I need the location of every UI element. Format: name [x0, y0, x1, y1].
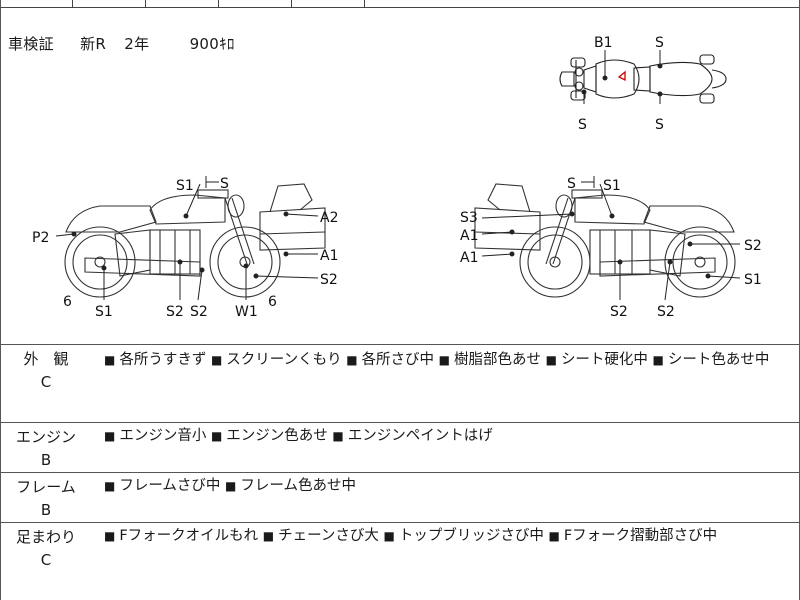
right-label-a1-lower: A1: [460, 250, 478, 266]
right-side-callouts: [481, 176, 741, 301]
left-label-w1: W1: [235, 304, 258, 320]
left-side-callouts: [55, 176, 319, 301]
item: フレームさび中: [119, 478, 221, 494]
right-label-a1-upper: A1: [460, 228, 478, 244]
item-marker: ■: [104, 479, 116, 493]
section-exterior: 外 観 C ■各所うすきず ■スクリーンくもり ■各所さび中 ■樹脂部色あせ ■…: [0, 346, 800, 422]
damage-diagram: B1 S S S: [32, 35, 762, 320]
divider-4: [0, 522, 800, 523]
motorcycle-top-view: [559, 54, 727, 104]
top-label-b1: B1: [594, 35, 613, 51]
inspection-info: 車検証 新R 2年 900ｷﾛ: [8, 33, 235, 54]
section-items: ■各所うすきず ■スクリーンくもり ■各所さび中 ■樹脂部色あせ ■シート硬化中…: [104, 348, 794, 372]
item-marker: ■: [210, 429, 223, 443]
item: シート色あせ中: [667, 352, 770, 368]
inspection-label: 車検証: [8, 35, 54, 53]
section-engine: エンジン B ■エンジン音小 ■エンジン色あせ ■エンジンペイントはげ: [0, 424, 800, 472]
item: 各所さび中: [361, 352, 435, 368]
item: シート硬化中: [560, 352, 648, 368]
left-label-s2-front: S2: [320, 272, 338, 288]
item: スクリーンくもり: [226, 352, 342, 368]
right-label-s-top: S: [567, 176, 576, 192]
item-marker: ■: [104, 353, 116, 367]
sheet-left-border: [0, 0, 1, 600]
left-label-p2: P2: [32, 230, 49, 246]
section-grade: B: [40, 451, 52, 469]
inspection-distance: 900ｷﾛ: [189, 35, 235, 53]
section-items: ■エンジン音小 ■エンジン色あせ ■エンジンペイントはげ: [104, 424, 794, 448]
item-marker: ■: [548, 529, 560, 543]
section-grade: C: [40, 373, 52, 391]
section-title: エンジン B: [6, 426, 86, 472]
section-title: フレーム B: [6, 476, 86, 522]
item-marker: ■: [104, 529, 116, 543]
left-label-s2-b: S2: [190, 304, 208, 320]
item: 樹脂部色あせ: [453, 352, 541, 368]
item: エンジン色あせ: [226, 428, 328, 444]
left-label-s2-a: S2: [166, 304, 184, 320]
item: エンジン音小: [119, 428, 207, 444]
right-label-s3: S3: [460, 210, 478, 226]
item-marker: ■: [210, 353, 223, 367]
item-marker: ■: [225, 479, 237, 493]
item: チェーンさび大: [278, 528, 379, 544]
item-marker: ■: [438, 353, 450, 367]
top-view-mark-icon: [617, 70, 626, 82]
item: Fフォークオイルもれ: [119, 528, 259, 544]
item-marker: ■: [383, 529, 395, 543]
left-label-6-front: 6: [268, 294, 277, 310]
left-label-a2: A2: [320, 210, 338, 226]
section-name: エンジン: [15, 428, 76, 446]
item-marker: ■: [545, 353, 557, 367]
section-items: ■フレームさび中 ■フレーム色あせ中: [104, 474, 794, 498]
section-name: フレーム: [16, 478, 76, 496]
top-label-s-1: S: [655, 35, 664, 51]
item-marker: ■: [262, 529, 275, 543]
left-label-6-rear: 6: [63, 294, 72, 310]
motorcycle-left-side: [64, 183, 326, 298]
left-label-a1: A1: [320, 248, 338, 264]
item: フレーム色あせ中: [240, 478, 356, 494]
right-label-s2-b: S2: [657, 304, 675, 320]
section-grade: B: [40, 501, 52, 519]
top-label-s-2: S: [578, 117, 587, 133]
inspection-type: 新R: [80, 35, 107, 53]
right-label-s1-top: S1: [603, 178, 621, 194]
section-frame: フレーム B ■フレームさび中 ■フレーム色あせ中: [0, 474, 800, 522]
inspection-period: 2年: [124, 35, 150, 53]
left-label-s1-top: S1: [176, 178, 194, 194]
section-title: 外 観 C: [6, 348, 86, 394]
top-view-callouts: [581, 50, 663, 104]
item: トップブリッジさび中: [398, 528, 544, 544]
item-marker: ■: [332, 429, 344, 443]
item-marker: ■: [104, 429, 116, 443]
item-marker: ■: [346, 353, 358, 367]
left-label-s-top: S: [220, 176, 229, 192]
top-table-edge: [0, 0, 800, 8]
section-suspension: 足まわり C ■Fフォークオイルもれ ■チェーンさび大 ■トップブリッジさび中 …: [0, 524, 800, 598]
item: 各所うすきず: [119, 352, 207, 368]
divider-3: [0, 472, 800, 473]
item-marker: ■: [652, 353, 664, 367]
motorcycle-right-side: [474, 183, 736, 298]
section-title: 足まわり C: [6, 526, 86, 572]
right-label-s2-rear: S2: [744, 238, 762, 254]
section-grade: C: [40, 551, 52, 569]
right-label-s2-a: S2: [610, 304, 628, 320]
left-label-s1-bottom: S1: [95, 304, 113, 320]
item: Fフォーク摺動部さび中: [563, 528, 718, 544]
divider-1: [0, 344, 800, 345]
divider-2: [0, 422, 800, 423]
section-items: ■Fフォークオイルもれ ■チェーンさび大 ■トップブリッジさび中 ■Fフォーク摺…: [104, 524, 794, 548]
item: エンジンペイントはげ: [347, 428, 493, 444]
section-name: 足まわり: [15, 528, 76, 546]
right-label-s1-rear: S1: [744, 272, 762, 288]
section-name: 外 観: [23, 350, 69, 368]
top-label-s-3: S: [655, 117, 664, 133]
